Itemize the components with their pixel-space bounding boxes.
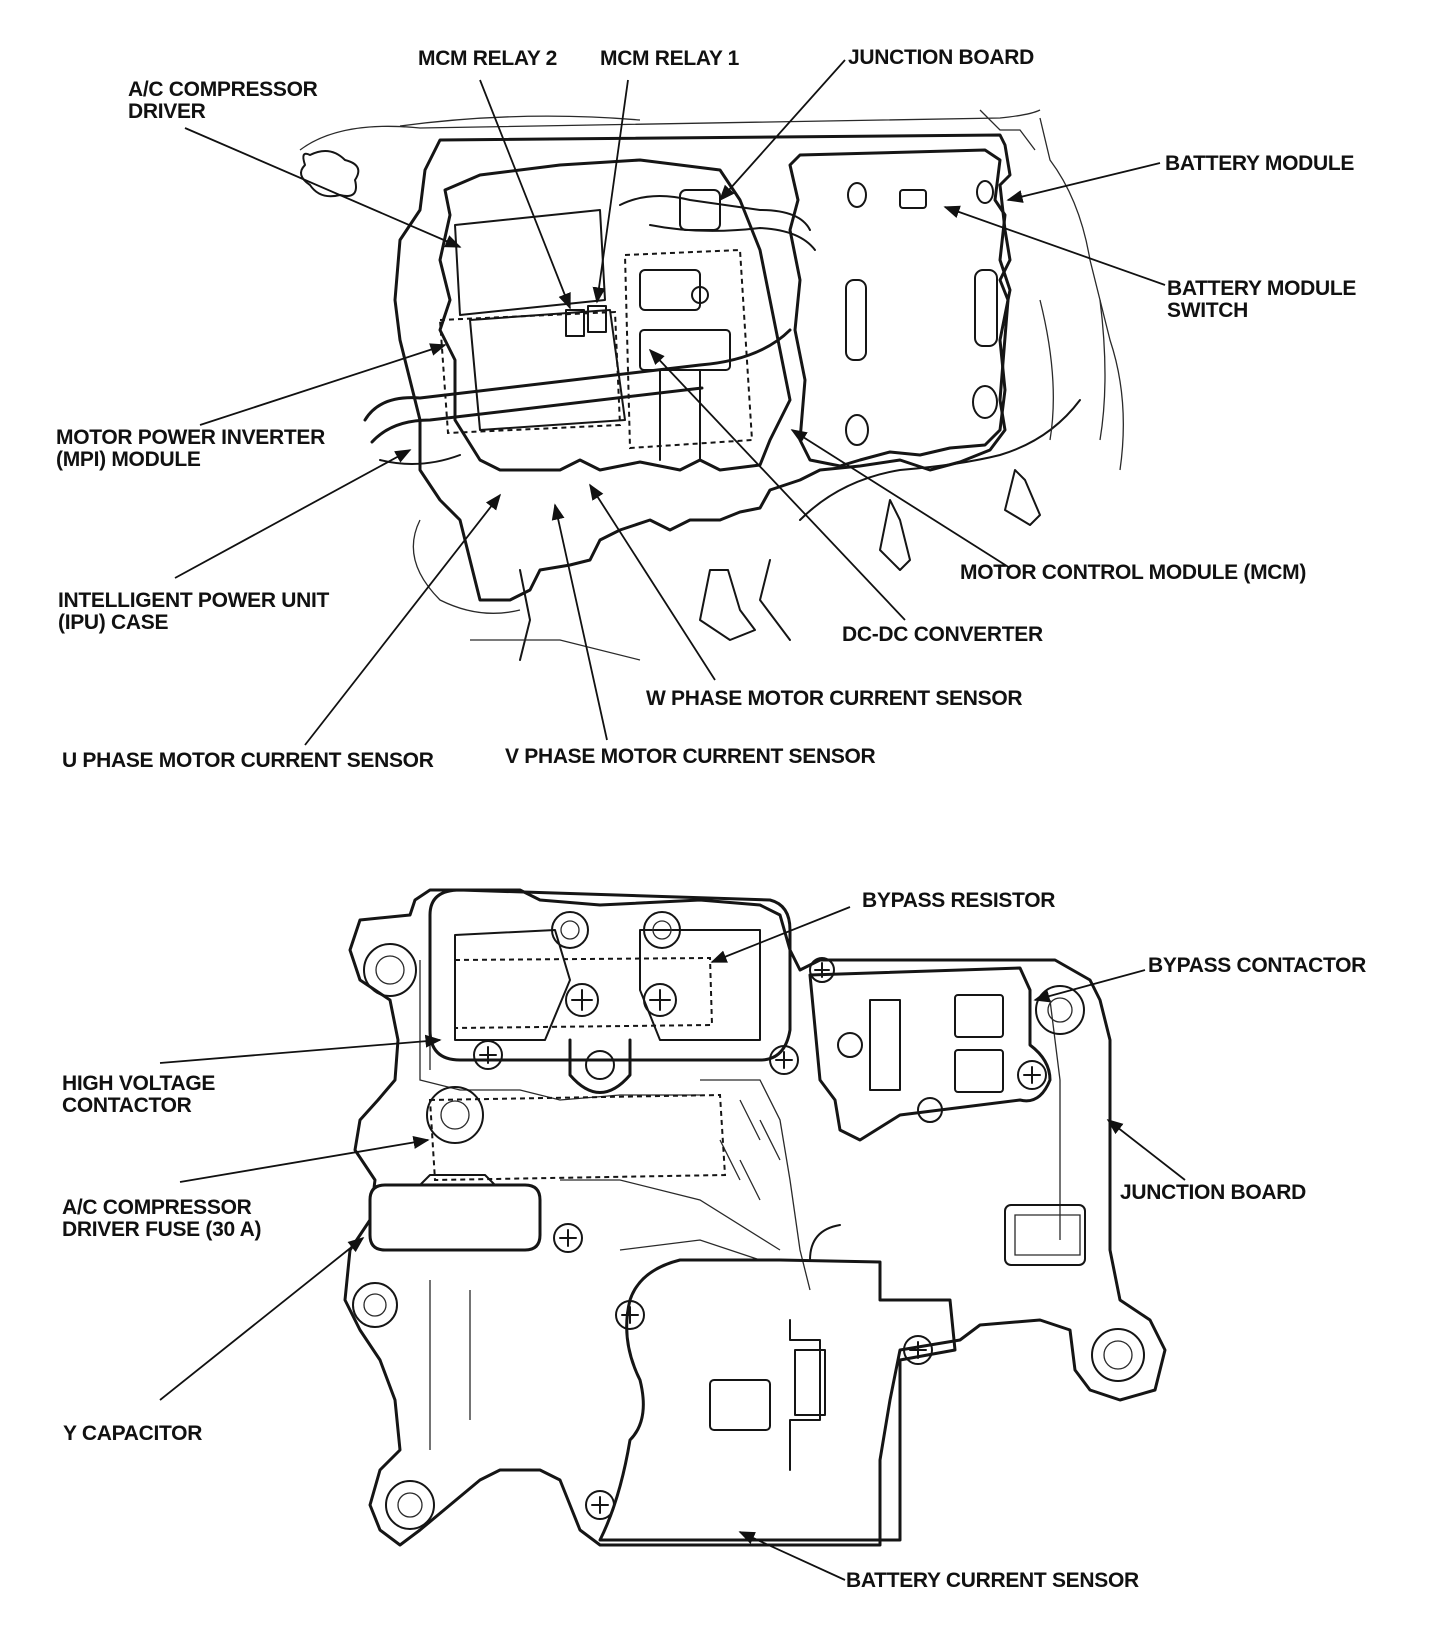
label-mcm-relay-2: MCM RELAY 2 — [418, 47, 558, 70]
label-u-phase-sensor: U PHASE MOTOR CURRENT SENSOR — [62, 749, 434, 772]
label-v-phase-sensor: V PHASE MOTOR CURRENT SENSOR — [505, 745, 876, 768]
label-bypass-contactor: BYPASS CONTACTOR — [1148, 954, 1367, 977]
label-junction-board-top: JUNCTION BOARD — [848, 46, 1034, 69]
label-junction-board-bottom: JUNCTION BOARD — [1120, 1181, 1306, 1204]
label-motor-control-module: MOTOR CONTROL MODULE (MCM) — [960, 561, 1307, 584]
label-battery-module: BATTERY MODULE — [1165, 152, 1355, 175]
label-intelligent-power-unit: INTELLIGENT POWER UNIT (IPU) CASE — [58, 589, 330, 634]
leader-lines — [159, 59, 1186, 1581]
label-dc-dc-converter: DC-DC CONVERTER — [842, 623, 1043, 646]
label-ac-compressor-driver: A/C COMPRESSOR DRIVER — [128, 78, 318, 123]
top-assembly-illustration — [299, 109, 1124, 661]
label-motor-power-inverter: MOTOR POWER INVERTER (MPI) MODULE — [56, 426, 325, 471]
label-battery-module-switch: BATTERY MODULE SWITCH — [1167, 277, 1357, 322]
label-ac-compressor-driver-fuse: A/C COMPRESSOR DRIVER FUSE (30 A) — [62, 1196, 262, 1241]
label-mcm-relay-1: MCM RELAY 1 — [600, 47, 740, 70]
junction-board-illustration — [343, 888, 1167, 1547]
label-battery-current-sensor: BATTERY CURRENT SENSOR — [846, 1569, 1139, 1592]
label-bypass-resistor: BYPASS RESISTOR — [862, 889, 1056, 912]
label-high-voltage-contactor: HIGH VOLTAGE CONTACTOR — [62, 1072, 216, 1117]
label-w-phase-sensor: W PHASE MOTOR CURRENT SENSOR — [646, 687, 1023, 710]
label-y-capacitor: Y CAPACITOR — [63, 1422, 203, 1445]
